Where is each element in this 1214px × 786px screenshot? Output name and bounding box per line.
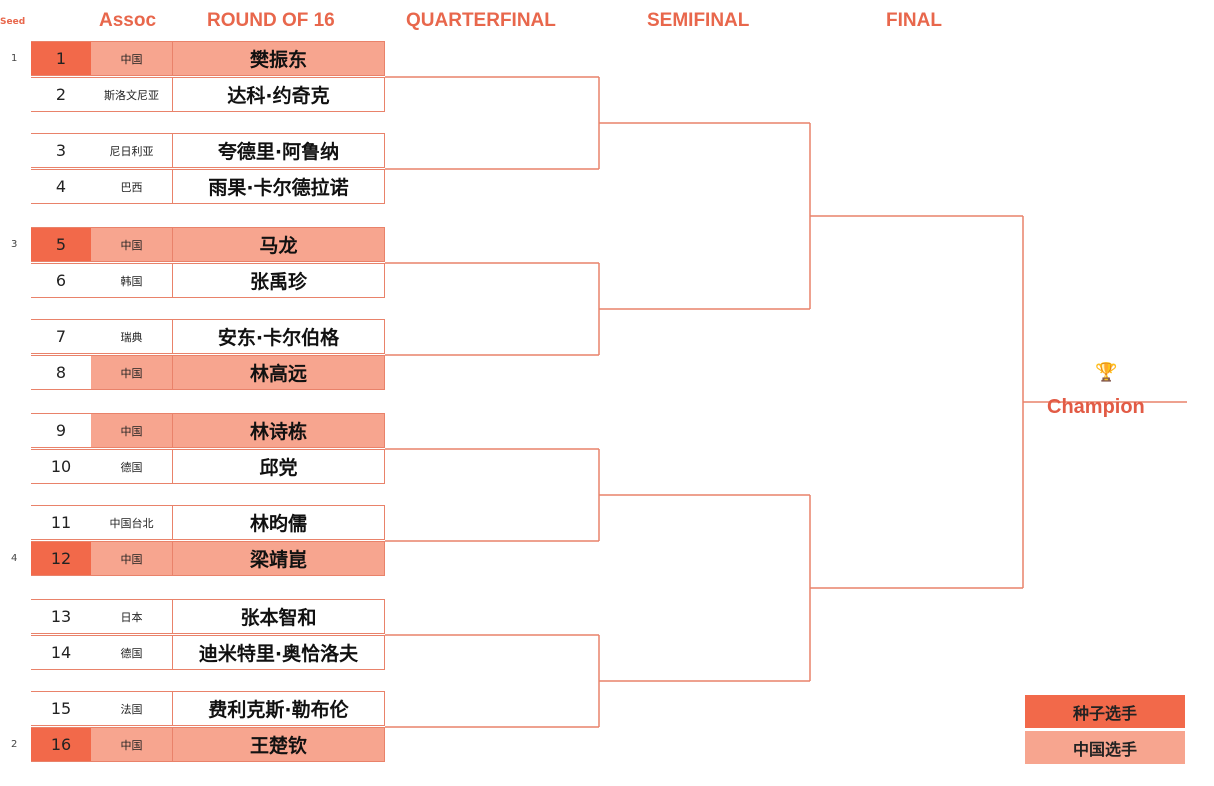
association: 巴西 xyxy=(91,170,173,203)
draw-number: 10 xyxy=(50,457,72,476)
draw-number: 15 xyxy=(50,699,72,718)
seed-label: 3 xyxy=(11,239,18,250)
player-name: 安东·卡尔伯格 xyxy=(217,327,340,349)
draw-number: 9 xyxy=(55,421,67,440)
player-name: 张本智和 xyxy=(240,607,317,629)
association: 法国 xyxy=(91,692,173,725)
player-row: 15 法国 费利克斯·勒布伦 xyxy=(31,691,385,726)
player-row: 11 中国台北 林昀儒 xyxy=(31,505,385,540)
player-row: 2 斯洛文尼亚 达科·约奇克 xyxy=(31,77,385,112)
player-name: 樊振东 xyxy=(173,42,384,75)
player-row: 4 巴西 雨果·卡尔德拉诺 xyxy=(31,169,385,204)
quarterfinal-header: QUARTERFINAL xyxy=(406,10,556,31)
draw-number: 12 xyxy=(31,542,91,575)
draw-number: 11 xyxy=(50,513,72,532)
player-name: 夸德里·阿鲁纳 xyxy=(217,141,340,163)
draw-number: 13 xyxy=(50,607,72,626)
association: 德国 xyxy=(91,636,173,669)
association: 中国 xyxy=(91,542,173,575)
draw-number: 6 xyxy=(55,271,67,290)
association: 尼日利亚 xyxy=(91,134,173,167)
legend-china: 中国选手 xyxy=(1025,731,1185,764)
seed-label: 1 xyxy=(11,53,18,64)
champion-label: Champion xyxy=(1047,396,1145,418)
player-name: 林诗栋 xyxy=(173,414,384,447)
association: 中国 xyxy=(91,228,173,261)
player-row: 7 瑞典 安东·卡尔伯格 xyxy=(31,319,385,354)
round-of-16-header: ROUND OF 16 xyxy=(207,10,335,31)
player-row: 9 中国林诗栋 xyxy=(31,413,385,448)
draw-number: 14 xyxy=(50,643,72,662)
seed-header: Seed xyxy=(0,17,26,27)
player-name: 王楚钦 xyxy=(173,728,384,761)
player-row: 14 德国 迪米特里·奥恰洛夫 xyxy=(31,635,385,670)
association: 中国 xyxy=(91,42,173,75)
trophy-icon: 🏆 xyxy=(1095,362,1118,383)
draw-number: 8 xyxy=(55,363,67,382)
player-row: 8 中国林高远 xyxy=(31,355,385,390)
player-name: 林高远 xyxy=(173,356,384,389)
draw-number: 16 xyxy=(31,728,91,761)
player-name: 邱党 xyxy=(259,457,298,479)
player-name: 林昀儒 xyxy=(249,513,307,535)
player-row: 10 德国 邱党 xyxy=(31,449,385,484)
final-header: FINAL xyxy=(886,10,942,31)
draw-number: 2 xyxy=(55,85,67,104)
legend-seeded: 种子选手 xyxy=(1025,695,1185,728)
association: 中国 xyxy=(91,728,173,761)
draw-number: 5 xyxy=(31,228,91,261)
association: 德国 xyxy=(91,450,173,483)
player-row: 3 尼日利亚 夸德里·阿鲁纳 xyxy=(31,133,385,168)
association: 瑞典 xyxy=(91,320,173,353)
seed-label: 4 xyxy=(11,553,18,564)
player-name: 雨果·卡尔德拉诺 xyxy=(208,177,349,199)
player-row: 6 韩国 张禹珍 xyxy=(31,263,385,298)
player-name: 梁靖崑 xyxy=(173,542,384,575)
assoc-header: Assoc xyxy=(99,10,157,31)
association: 韩国 xyxy=(91,264,173,297)
semifinal-header: SEMIFINAL xyxy=(647,10,750,31)
association: 中国 xyxy=(91,414,173,447)
player-name: 迪米特里·奥恰洛夫 xyxy=(198,643,359,665)
draw-number: 4 xyxy=(55,177,67,196)
player-name: 达科·约奇克 xyxy=(227,85,330,107)
draw-number: 7 xyxy=(55,327,67,346)
seed-label: 2 xyxy=(11,739,18,750)
player-name: 张禹珍 xyxy=(249,271,307,293)
association: 斯洛文尼亚 xyxy=(91,78,173,111)
draw-number: 3 xyxy=(55,141,67,160)
association: 日本 xyxy=(91,600,173,633)
association: 中国 xyxy=(91,356,173,389)
player-name: 费利克斯·勒布伦 xyxy=(208,699,349,721)
player-row: 13 日本 张本智和 xyxy=(31,599,385,634)
draw-number: 1 xyxy=(31,42,91,75)
association: 中国台北 xyxy=(91,506,173,539)
player-name: 马龙 xyxy=(173,228,384,261)
